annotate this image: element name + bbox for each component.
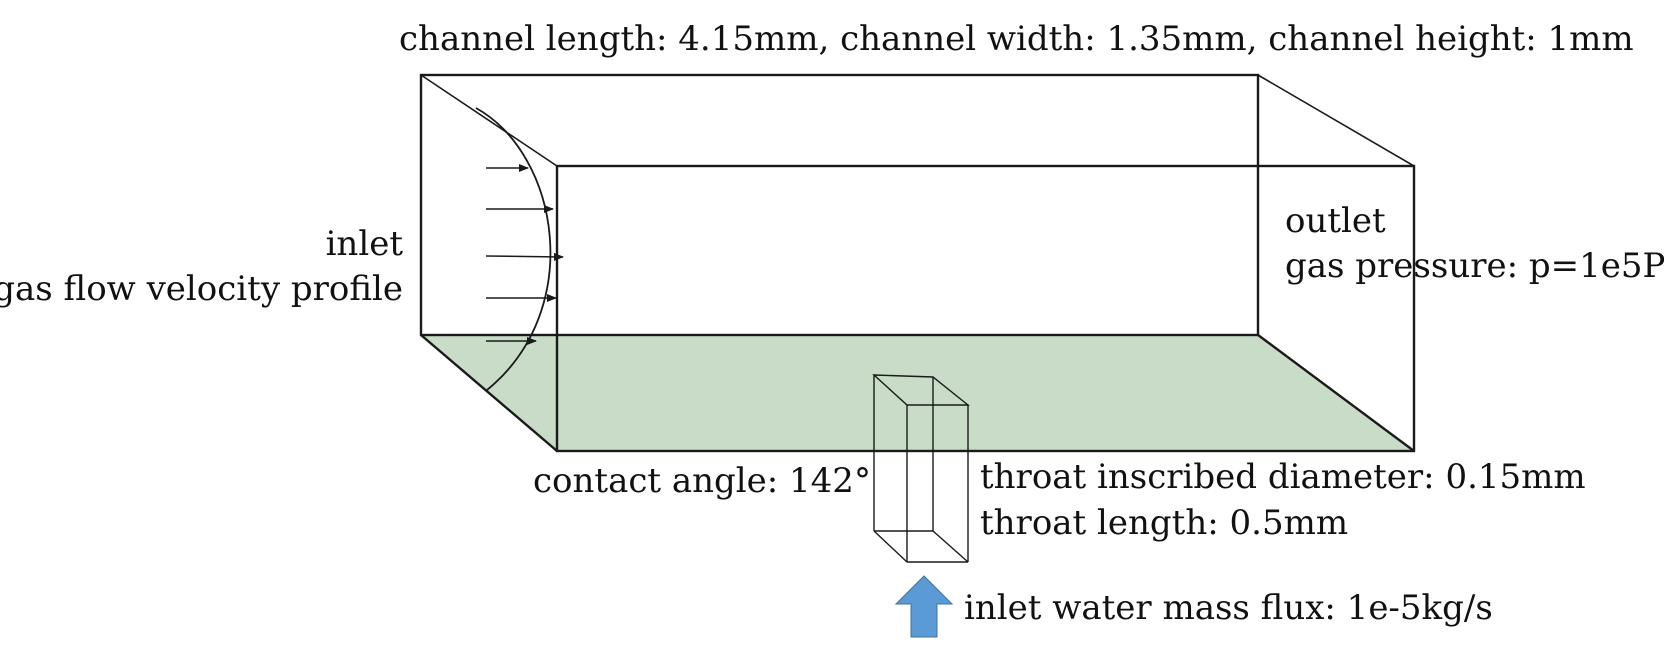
- channel-back-face: [419, 73, 1260, 337]
- outlet-title-label: outlet: [1285, 201, 1386, 241]
- velocity-arrows: [485, 164, 564, 345]
- channel-dimensions-label: channel length: 4.15mm, channel width: 1…: [399, 19, 1634, 59]
- channel-front-face: [555, 164, 1416, 453]
- throat-box: [872, 374, 970, 563]
- up-arrow-icon: [894, 575, 954, 638]
- throat-diameter-label: throat inscribed diameter: 0.15mm: [980, 457, 1586, 497]
- inlet-title-label: inlet: [325, 224, 403, 264]
- right-arrow-icon: [485, 252, 564, 261]
- outlet-pressure-label: gas pressure: p=1e5Pa: [1285, 246, 1664, 286]
- channel-depth-edges: [420, 74, 1415, 452]
- channel-floor: [421, 335, 1414, 451]
- contact-angle-label: contact angle: 142°: [533, 461, 871, 501]
- inlet-profile-label: gas flow velocity profile: [0, 269, 403, 309]
- water-flux-label: inlet water mass flux: 1e-5kg/s: [964, 588, 1493, 628]
- throat-length-label: throat length: 0.5mm: [980, 503, 1349, 543]
- velocity-profile-curve: [475, 107, 552, 391]
